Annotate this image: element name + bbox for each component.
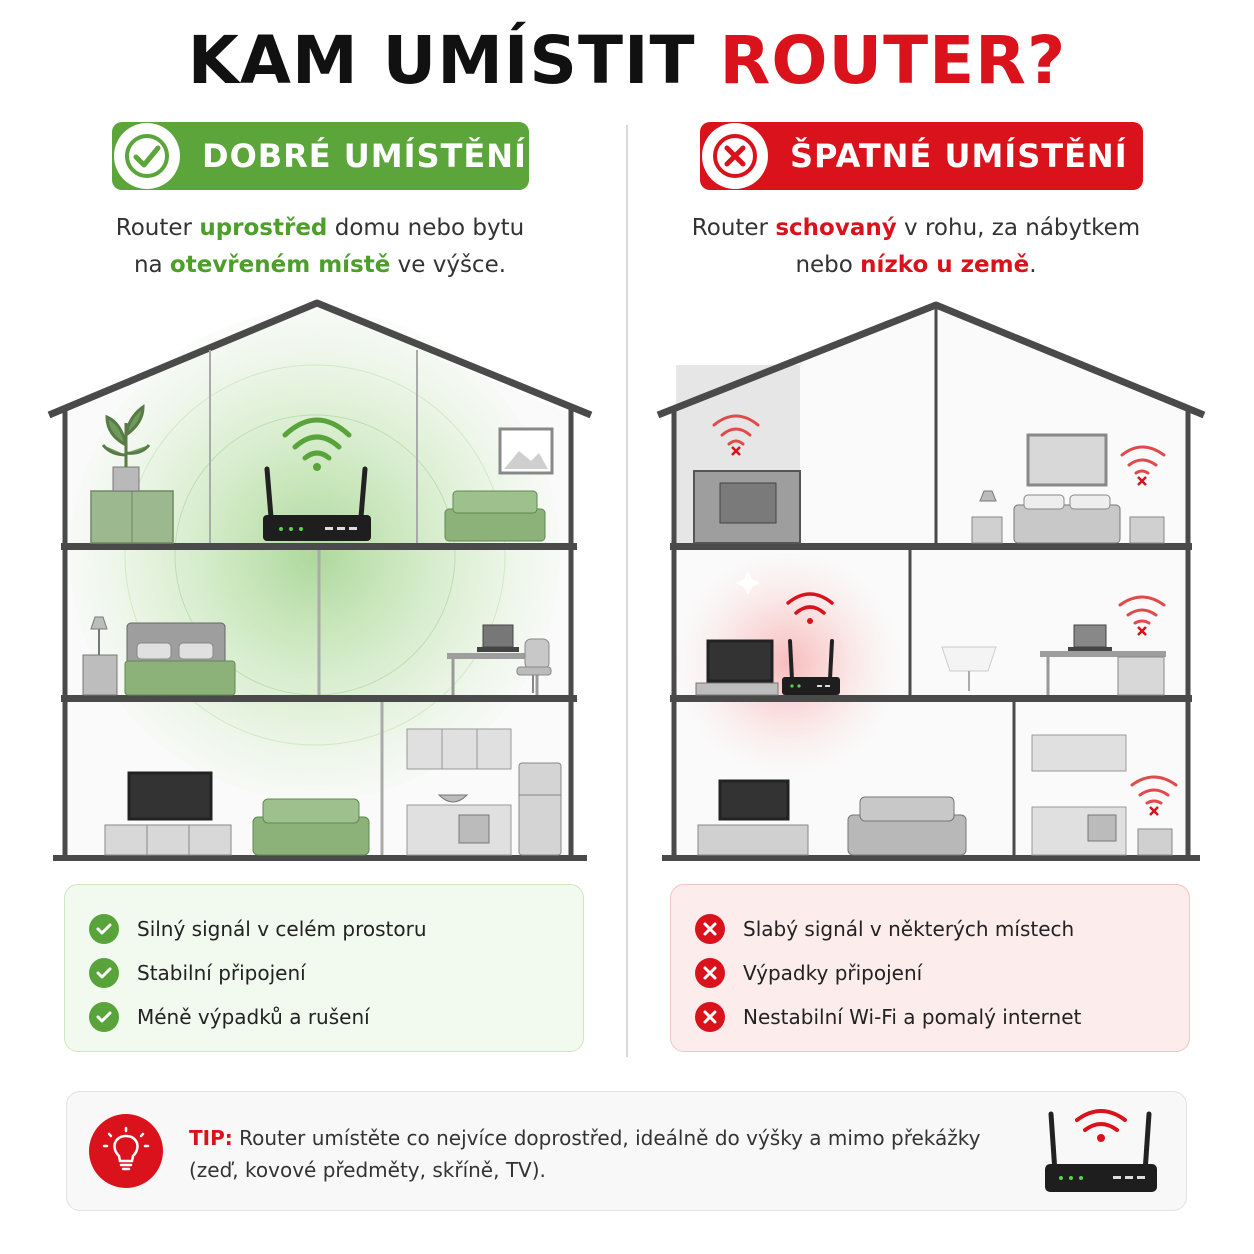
wifi-icon	[282, 417, 352, 461]
list-item: Stabilní připojení	[89, 951, 583, 995]
list-item: Nestabilní Wi-Fi a pomalý internet	[695, 995, 1189, 1039]
router-icon	[263, 466, 371, 541]
check-circle-icon	[89, 958, 119, 988]
signal-coverage	[70, 310, 560, 800]
check-circle-icon	[89, 1002, 119, 1032]
check-circle-icon	[89, 914, 119, 944]
list-item: Silný signál v celém prostoru	[89, 907, 583, 951]
router-icon	[1045, 1109, 1157, 1192]
good-description: Router uprostřed domu nebo bytu na otevř…	[115, 215, 525, 278]
good-header-label: DOBRÉ UMÍSTĚNÍ	[202, 137, 527, 175]
center-divider	[626, 125, 628, 1057]
bad-house-illustration	[656, 301, 1206, 861]
cross-icon	[702, 123, 768, 189]
good-house-illustration	[47, 299, 593, 861]
tip-text: TIP: Router umístěte co nejvíce doprostř…	[189, 1126, 981, 1182]
check-icon	[114, 123, 180, 189]
tip-box: TIP: Router umístěte co nejvíce doprostř…	[66, 1091, 1187, 1211]
title-part2: ROUTER?	[719, 22, 1067, 99]
cross-circle-icon	[695, 914, 725, 944]
weak-signal-area	[678, 553, 898, 773]
bad-header-label: ŠPATNÉ UMÍSTĚNÍ	[790, 137, 1128, 175]
list-item: Méně výpadků a rušení	[89, 995, 583, 1039]
good-placement-header: DOBRÉ UMÍSTĚNÍ	[112, 122, 529, 190]
bad-placement-header: ŠPATNÉ UMÍSTĚNÍ	[700, 122, 1143, 190]
cross-circle-icon	[695, 958, 725, 988]
bad-drawbacks-box: Slabý signál v některých místech Výpadky…	[670, 884, 1190, 1052]
title-part1: KAM UMÍSTIT	[187, 22, 696, 99]
lightbulb-icon	[89, 1114, 163, 1188]
list-item: Výpadky připojení	[695, 951, 1189, 995]
page-title: KAM UMÍSTIT ROUTER?	[0, 22, 1254, 99]
bad-description: Router schovaný v rohu, za nábytkem nebo…	[691, 215, 1141, 278]
cross-circle-icon	[695, 1002, 725, 1032]
good-benefits-box: Silný signál v celém prostoru Stabilní p…	[64, 884, 584, 1052]
list-item: Slabý signál v některých místech	[695, 907, 1189, 951]
hidden-router-icon	[782, 639, 840, 695]
